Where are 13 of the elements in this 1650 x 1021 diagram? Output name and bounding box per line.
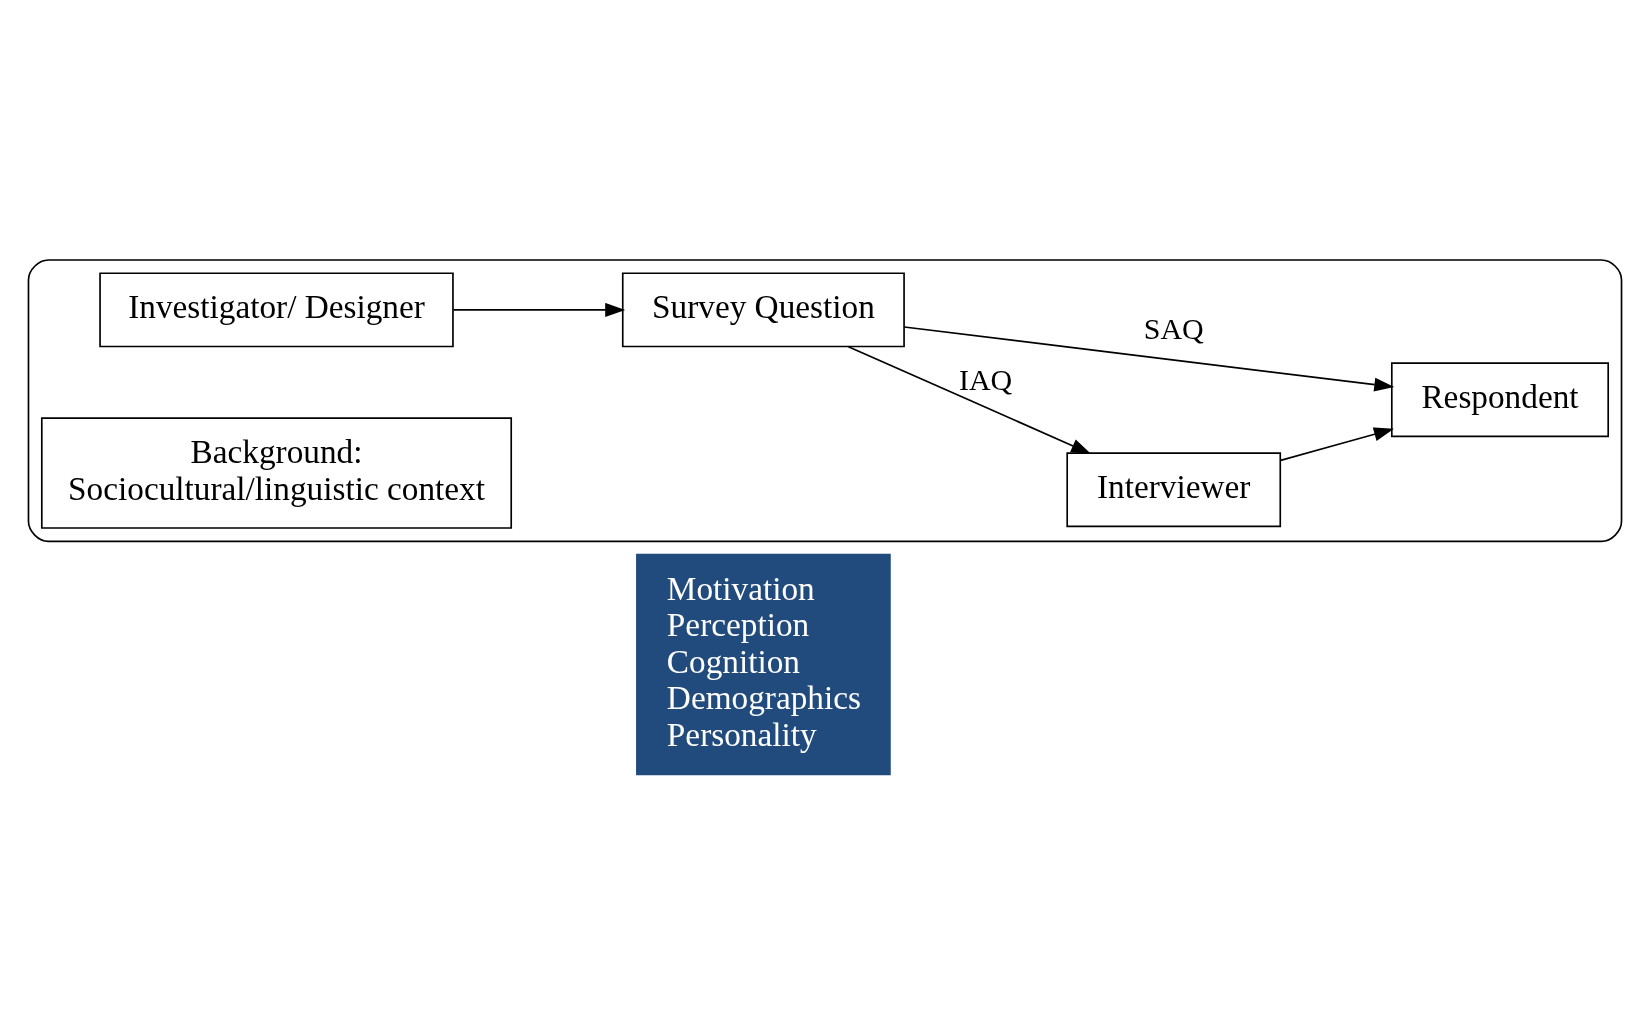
- arrow: [1279, 427, 1394, 462]
- edge-label: IAQ: [959, 363, 1013, 397]
- arrow: [903, 326, 1395, 392]
- node-box: Motivation Perception Cognition Demographics Personality: [636, 553, 891, 776]
- node-box: Survey Question: [621, 272, 905, 348]
- node-box: Investigator/ Designer: [99, 272, 454, 348]
- cluster: [27, 259, 1623, 543]
- node-box: Respondent: [1390, 362, 1610, 438]
- arrow: [452, 302, 626, 317]
- node-box: Background: Sociocultural/linguistic context: [40, 417, 513, 529]
- node-box: Interviewer: [1066, 452, 1282, 528]
- arrow: [847, 345, 1092, 454]
- edge-label: SAQ: [1143, 311, 1204, 345]
